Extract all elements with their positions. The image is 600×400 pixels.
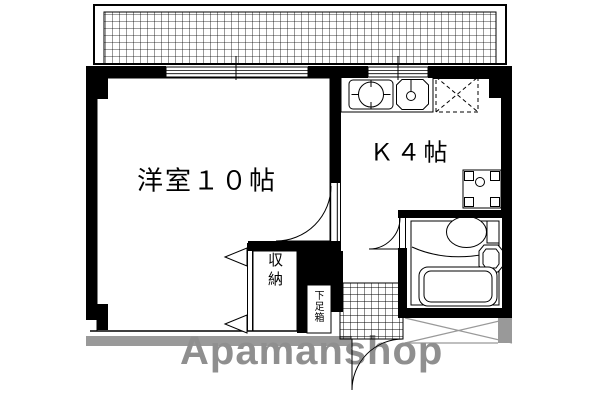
kitchen-label: Ｋ４帖 — [369, 138, 451, 167]
shoe-box-label: 下足箱 — [312, 290, 323, 323]
toilet-icon — [446, 216, 500, 248]
western-room-window-icon — [165, 56, 309, 80]
stove-icon — [348, 79, 394, 110]
doors — [223, 185, 404, 391]
balcony — [93, 4, 507, 65]
bathtub-icon — [418, 266, 498, 307]
walls — [86, 66, 512, 333]
washbasin-icon — [478, 244, 504, 273]
closet-label: 収納 — [266, 252, 284, 290]
entrance-door — [351, 338, 404, 391]
balcony-grid-icon — [103, 11, 497, 65]
western-room-door — [275, 185, 332, 242]
closet-door-icons — [223, 247, 248, 334]
stairwell-x-icon — [404, 317, 513, 344]
bathroom-door — [368, 217, 401, 250]
washing-machine-icon — [462, 169, 502, 209]
kitchen-window-icon — [367, 56, 429, 80]
entrance-tile-icon — [339, 282, 404, 340]
windows — [165, 56, 429, 80]
kitchen-counter — [340, 76, 434, 113]
apamanshop-watermark: Apamanshop — [180, 329, 444, 373]
common-corridor — [86, 317, 513, 346]
bath-curtain-line — [411, 246, 487, 258]
kitchen-sink-icon — [396, 79, 429, 110]
bathroom-fixtures — [411, 216, 504, 307]
western-room-label: 洋室１０帖 — [136, 166, 278, 197]
shoe-box-floor — [306, 284, 332, 334]
